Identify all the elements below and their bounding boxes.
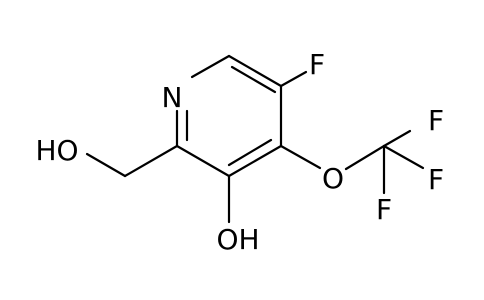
nitrogen-label: N bbox=[162, 81, 183, 114]
cf3-fluorine-right-label: F bbox=[428, 163, 444, 196]
pyridine-ring bbox=[175, 54, 283, 178]
bond-c3-c2 bbox=[175, 144, 231, 178]
bond-n-c6 bbox=[190, 54, 231, 79]
cf3-fluorine-top-label: F bbox=[428, 104, 444, 137]
bond-c4-c3-inner bbox=[227, 138, 273, 167]
bond-c4-o bbox=[279, 144, 322, 170]
bond-cf3-f-right bbox=[382, 144, 425, 170]
bond-c4-c3 bbox=[227, 144, 283, 178]
bond-c6-c5-inner bbox=[230, 65, 277, 94]
bond-c5-f bbox=[279, 70, 308, 88]
hydroxymethyl-label: HO bbox=[35, 134, 78, 167]
bond-c6-c5 bbox=[227, 54, 283, 88]
fluorine-label: F bbox=[309, 48, 325, 81]
ether-oxygen-label: O bbox=[322, 162, 344, 195]
bond-ch2-oh bbox=[85, 152, 127, 178]
hydroxyl-label: OH bbox=[216, 223, 259, 256]
bond-o-cf3 bbox=[344, 144, 386, 171]
substituent-bonds bbox=[85, 70, 425, 224]
atom-labels: N F O F F F OH HO bbox=[35, 48, 444, 256]
bond-c2-ch2 bbox=[123, 144, 179, 178]
bond-cf3-f-top bbox=[382, 129, 412, 148]
cf3-fluorine-bottom-label: F bbox=[376, 193, 392, 226]
